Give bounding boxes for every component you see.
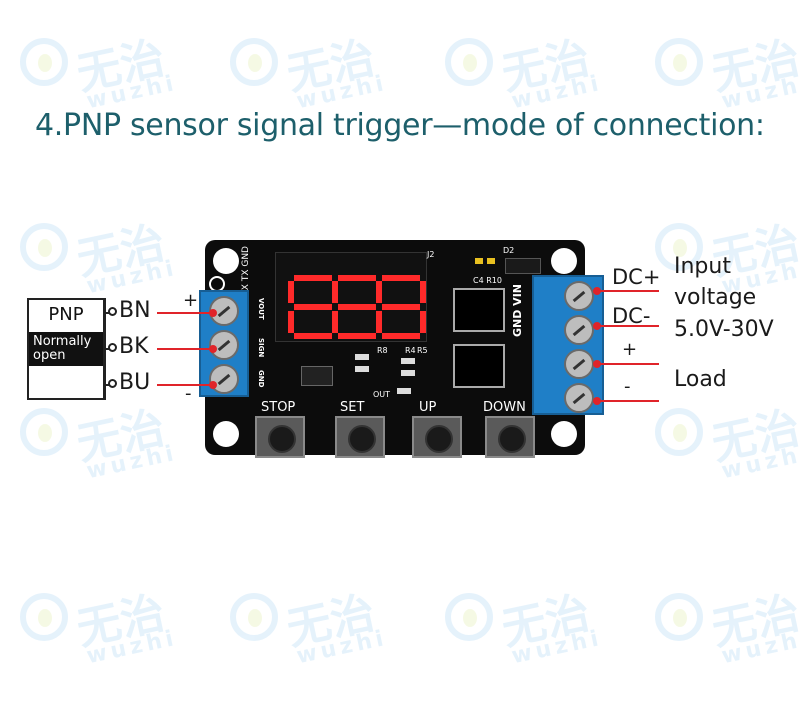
- wire-dot: [209, 381, 217, 389]
- silk-r5: R5: [417, 346, 428, 355]
- sensor-lead-bus: [104, 298, 106, 400]
- voltage-label: voltage: [674, 285, 757, 310]
- wire-dot: [593, 397, 601, 405]
- led-yellow: [475, 258, 483, 264]
- wire-dot: [593, 322, 601, 330]
- sensor-type: PNP: [48, 304, 84, 325]
- silk-r8: R8: [377, 346, 388, 355]
- pin-bk-icon: [108, 343, 117, 352]
- sensor-minus-sign: -: [185, 383, 192, 404]
- relay-board: RX TX GND J2 D2 C4 R10 R8 R4 R5 OUT GND …: [205, 240, 585, 458]
- up-button[interactable]: [412, 416, 462, 458]
- load-plus-sign: +: [622, 339, 638, 360]
- terminal-screw-dc-plus[interactable]: [564, 281, 594, 311]
- button-label-stop: STOP: [261, 400, 296, 415]
- pin-bu-icon: [108, 379, 117, 388]
- seven-segment-display: [275, 252, 427, 342]
- wire-load-plus: [597, 363, 659, 365]
- set-button[interactable]: [335, 416, 385, 458]
- wire-bu: [157, 384, 213, 386]
- wire-dot: [593, 360, 601, 368]
- sensor-plus-sign: +: [183, 290, 199, 311]
- pin-label-bn: BN: [119, 298, 151, 323]
- wire-dot: [593, 287, 601, 295]
- led-yellow: [487, 258, 495, 264]
- dc-minus-label: DC-: [612, 304, 651, 328]
- terminal-screw-vout[interactable]: [209, 296, 239, 326]
- resistor: [355, 366, 369, 372]
- pin-label-bk: BK: [119, 334, 149, 359]
- button-label-set: SET: [340, 400, 365, 415]
- terminal-label-gnd: GND: [257, 370, 265, 388]
- button-label-down: DOWN: [483, 400, 526, 415]
- load-minus-sign: -: [624, 376, 631, 397]
- mount-hole: [551, 421, 577, 447]
- down-button[interactable]: [485, 416, 535, 458]
- chip: [301, 366, 333, 386]
- pin-bn-icon: [108, 307, 117, 316]
- terminal-screw-dc-minus[interactable]: [564, 315, 594, 345]
- mount-hole: [213, 248, 239, 274]
- pnp-sensor: PNP Normally open: [27, 298, 105, 400]
- header-pin-label: RX TX GND: [241, 246, 251, 297]
- mosfet: [453, 288, 505, 332]
- terminal-label-sign: SIGN: [257, 338, 265, 358]
- diode: [505, 258, 541, 274]
- wire-dc-plus: [597, 290, 659, 292]
- pin-label-bu: BU: [119, 370, 151, 395]
- sensor-mode: Normally open: [29, 332, 103, 366]
- silk-out: OUT: [373, 390, 391, 399]
- resistor: [401, 358, 415, 364]
- resistor: [397, 388, 411, 394]
- load-label: Load: [674, 367, 727, 392]
- silk-j2: J2: [427, 250, 435, 259]
- page-title: 4.PNP sensor signal trigger—mode of conn…: [35, 108, 765, 143]
- mount-hole: [213, 421, 239, 447]
- power-terminal-label: GND VIN: [511, 284, 524, 338]
- resistor: [401, 370, 415, 376]
- wire-bn: [157, 312, 213, 314]
- terminal-screw-load-minus[interactable]: [564, 383, 594, 413]
- wire-dot: [209, 309, 217, 317]
- silk-d2: D2: [503, 246, 515, 255]
- wire-dot: [209, 345, 217, 353]
- stop-button[interactable]: [255, 416, 305, 458]
- terminal-screw-gnd[interactable]: [209, 364, 239, 394]
- terminal-label-vout: VOUT: [257, 298, 265, 320]
- silk-c4-r10: C4 R10: [473, 276, 502, 285]
- mount-hole: [551, 248, 577, 274]
- terminal-screw-load-plus[interactable]: [564, 349, 594, 379]
- silk-r4: R4: [405, 346, 416, 355]
- signal-terminal-block: [199, 290, 249, 397]
- wire-bk: [157, 348, 213, 350]
- resistor: [355, 354, 369, 360]
- input-label: Input: [674, 254, 731, 279]
- wire-dc-minus: [597, 325, 659, 327]
- mosfet: [453, 344, 505, 388]
- voltage-range-label: 5.0V-30V: [674, 317, 774, 342]
- power-terminal-block: [532, 275, 604, 415]
- button-label-up: UP: [419, 400, 437, 415]
- wire-load-minus: [597, 400, 659, 402]
- display-digit: [376, 275, 426, 339]
- dc-plus-label: DC+: [612, 265, 661, 289]
